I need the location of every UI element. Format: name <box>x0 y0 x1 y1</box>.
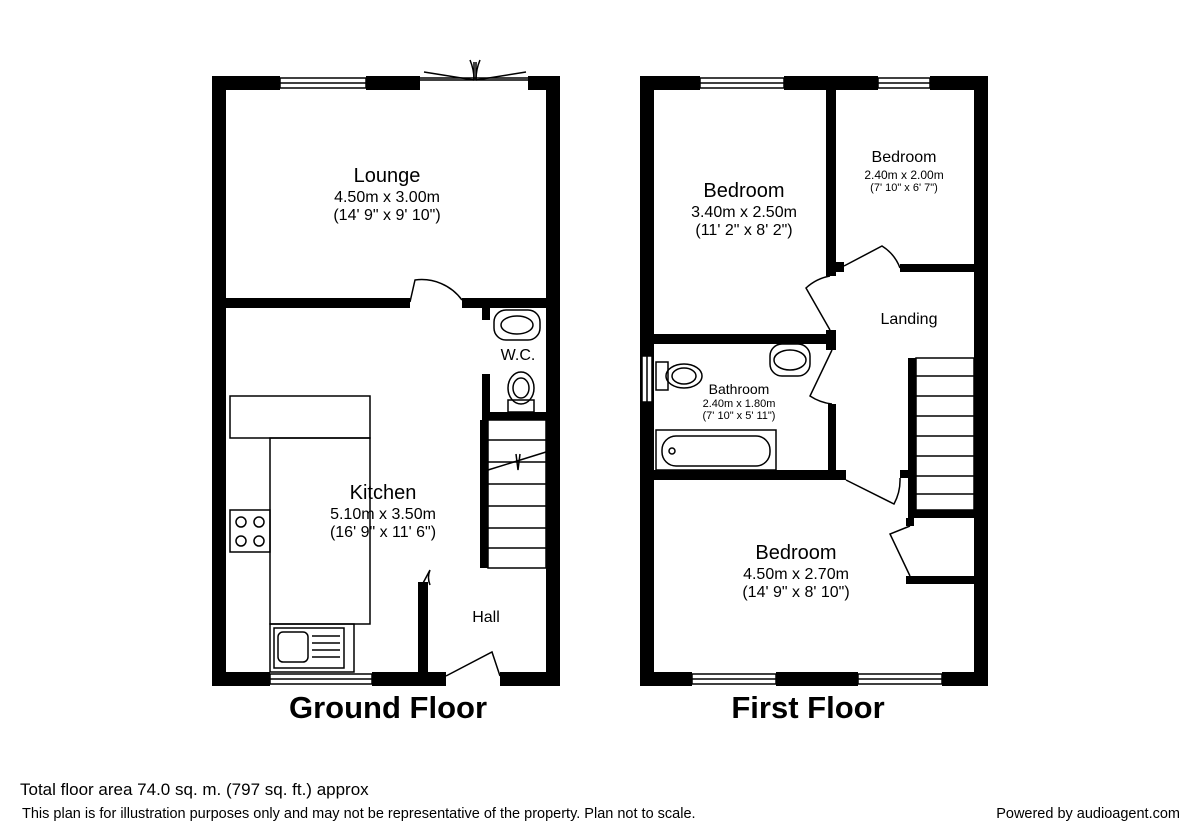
room-dimensions-metric: 2.40m x 2.00m <box>864 167 944 182</box>
room-label-bedroom-2: Bedroom 2.40m x 2.00m (7' 10" x 6' 7") <box>864 149 943 195</box>
room-dimensions-imperial: (7' 10" x 5' 11") <box>702 410 776 423</box>
room-dimensions-metric: 2.40m x 1.80m <box>702 397 776 410</box>
room-name: Hall <box>472 609 500 626</box>
powered-by-link[interactable]: Powered by audioagent.com <box>996 806 1180 822</box>
room-dimensions-metric: 3.40m x 2.50m <box>691 203 797 221</box>
room-name: Bedroom <box>703 180 785 202</box>
room-dimensions-metric: 4.50m x 3.00m <box>334 188 440 206</box>
total-floor-area: Total floor area 74.0 sq. m. (797 sq. ft… <box>20 780 369 799</box>
room-dimensions-metric: 5.10m x 3.50m <box>330 505 436 523</box>
room-label-wc: W.C. <box>501 347 536 366</box>
room-name: Lounge <box>353 165 421 187</box>
room-dimensions-imperial: (16' 9" x 11' 6") <box>329 524 437 542</box>
room-name: W.C. <box>500 347 536 364</box>
first-floor-title: First Floor <box>731 690 885 725</box>
disclaimer-text: This plan is for illustration purposes o… <box>22 806 696 822</box>
room-name: Landing <box>880 311 938 328</box>
room-name: Kitchen <box>349 482 417 504</box>
room-label-hall: Hall <box>472 609 500 628</box>
room-name: Bathroom <box>708 381 770 397</box>
room-dimensions-imperial: (14' 9" x 8' 10") <box>742 584 850 602</box>
room-name: Bedroom <box>755 542 837 564</box>
room-dimensions-imperial: (14' 9" x 9' 10") <box>333 207 441 225</box>
room-label-bathroom: Bathroom 2.40m x 1.80m (7' 10" x 5' 11") <box>703 381 776 423</box>
first-floor-fixtures <box>641 77 975 685</box>
ground-floor-plan <box>212 59 560 686</box>
room-dimensions-metric: 4.50m x 2.70m <box>743 565 849 583</box>
room-label-kitchen: Kitchen 5.10m x 3.50m (16' 9" x 11' 6") <box>330 482 436 543</box>
room-name: Bedroom <box>871 149 937 166</box>
ground-floor-title: Ground Floor <box>288 690 488 725</box>
room-label-landing: Landing <box>881 311 938 330</box>
ground-floor-walls <box>212 76 560 686</box>
room-label-lounge: Lounge 4.50m x 3.00m (14' 9" x 9' 10") <box>333 165 440 226</box>
room-dimensions-imperial: (11' 2" x 8' 2") <box>695 222 793 240</box>
first-floor-plan <box>640 76 988 686</box>
ground-floor-fixtures <box>229 59 547 685</box>
room-label-bedroom-3: Bedroom 4.50m x 2.70m (14' 9" x 8' 10") <box>742 542 849 603</box>
room-label-bedroom-1: Bedroom 3.40m x 2.50m (11' 2" x 8' 2") <box>691 180 797 241</box>
room-dimensions-imperial: (7' 10" x 6' 7") <box>870 182 938 195</box>
